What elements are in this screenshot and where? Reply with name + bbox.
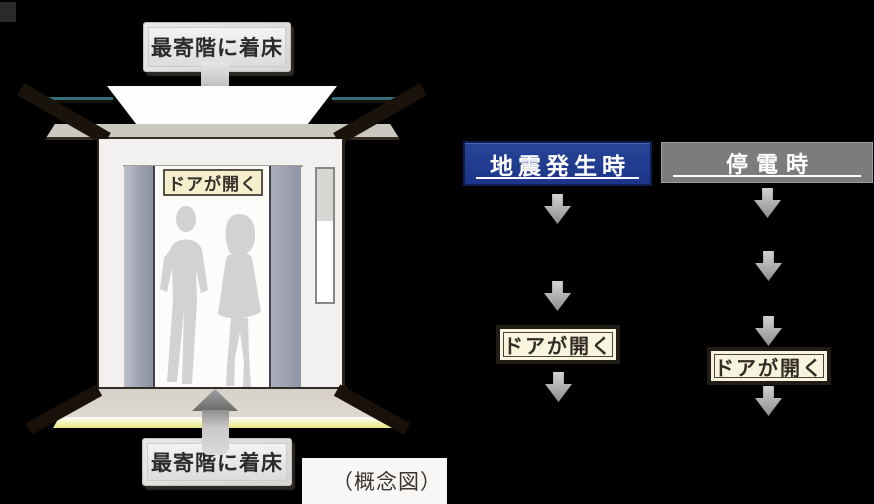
outage-header-text: 停電時 bbox=[725, 151, 816, 177]
hall-indicator-panel bbox=[315, 167, 335, 304]
door-open-result-outage: ドアが開く bbox=[707, 347, 831, 385]
outage-header: 停電時 bbox=[661, 142, 873, 183]
outage-header-underline bbox=[673, 175, 861, 177]
elevator-canopy bbox=[107, 86, 337, 125]
corner-mark bbox=[0, 2, 16, 22]
canopy-edge-left bbox=[29, 97, 113, 100]
flow-down-arrow-icon bbox=[544, 281, 571, 311]
flow-down-arrow-icon bbox=[755, 316, 782, 346]
right-door-panel bbox=[269, 166, 301, 388]
flow-down-arrow-icon bbox=[544, 194, 571, 224]
canopy-edge-right-shadow bbox=[333, 100, 413, 103]
flow-down-arrow-icon bbox=[754, 188, 781, 218]
canopy-fascia-shadow bbox=[46, 137, 399, 140]
caption-note: （概念図） bbox=[302, 458, 447, 504]
canopy-edge-left-shadow bbox=[31, 100, 112, 103]
left-door-panel bbox=[124, 166, 155, 388]
door-open-label: ドアが開く bbox=[163, 169, 263, 196]
earthquake-header: 地震発生時 bbox=[463, 141, 652, 186]
landing-label-top: 最寄階に着床 bbox=[143, 22, 291, 72]
up-arrow-icon bbox=[202, 410, 229, 455]
landing-label-top-text: 最寄階に着床 bbox=[148, 27, 286, 67]
flow-down-arrow-icon bbox=[755, 251, 782, 281]
flow-down-arrow-icon bbox=[755, 386, 782, 416]
earthquake-header-text: 地震発生時 bbox=[490, 152, 630, 179]
flow-down-arrow-icon bbox=[545, 372, 572, 402]
front-sill-line bbox=[99, 387, 347, 390]
landing-label-bottom: 最寄階に着床 bbox=[142, 438, 292, 486]
canopy-edge-right bbox=[332, 97, 413, 100]
canopy-fascia bbox=[46, 124, 399, 138]
hall-indicator-fill bbox=[317, 169, 333, 221]
door-open-result-earthquake: ドアが開く bbox=[496, 325, 620, 364]
earthquake-header-underline bbox=[476, 177, 639, 179]
passenger-silhouettes bbox=[160, 206, 261, 387]
